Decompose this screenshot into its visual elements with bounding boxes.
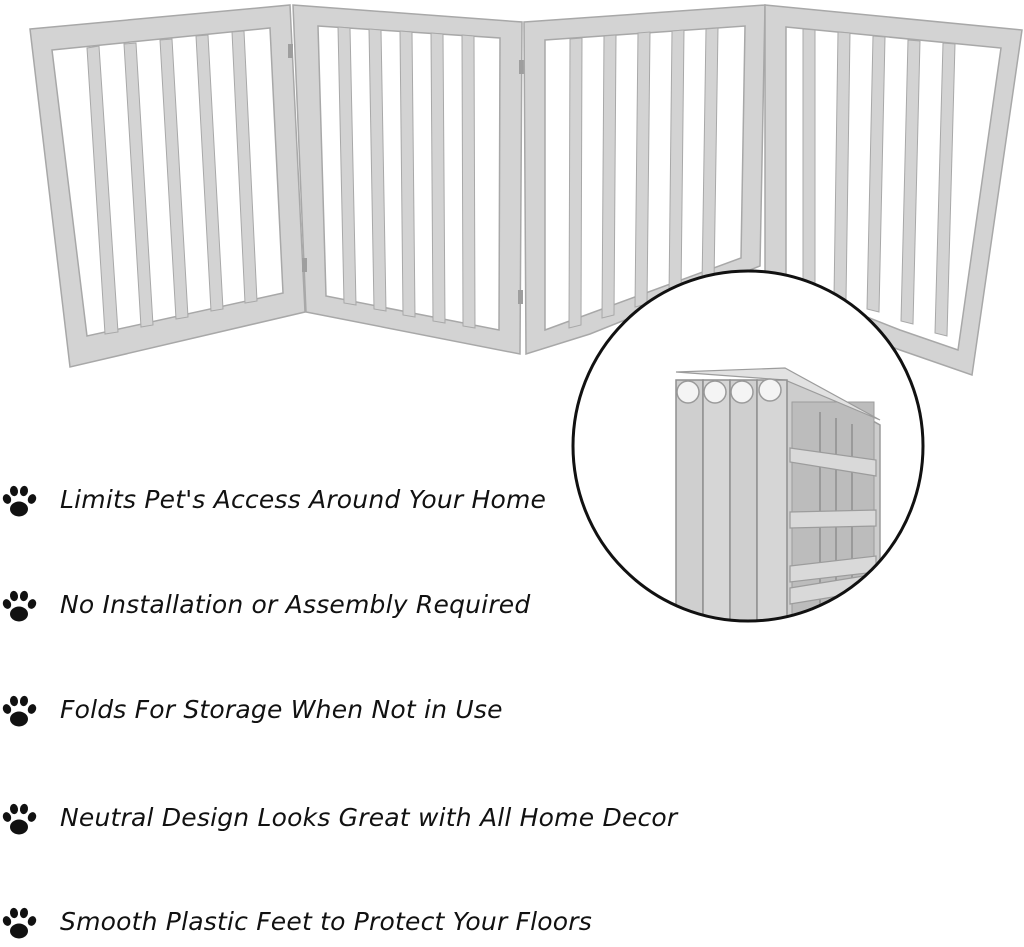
hinge xyxy=(519,60,524,74)
hinge xyxy=(302,258,307,272)
hinge xyxy=(518,290,523,304)
hinge xyxy=(288,44,293,58)
paw-print-icon xyxy=(2,695,37,727)
plastic-feet xyxy=(676,378,782,404)
feature-text: Smooth Plastic Feet to Protect Your Floo… xyxy=(60,907,592,936)
feature-item: Smooth Plastic Feet to Protect Your Floo… xyxy=(0,897,700,947)
paw-print-icon xyxy=(2,485,37,517)
feature-text: Neutral Design Looks Great with All Home… xyxy=(60,803,678,832)
feature-item: Neutral Design Looks Great with All Home… xyxy=(0,793,700,843)
feature-item: Limits Pet's Access Around Your Home xyxy=(0,475,700,525)
feature-text: Folds For Storage When Not in Use xyxy=(60,695,503,724)
gate-illustration xyxy=(29,4,1023,377)
paw-print-icon xyxy=(2,907,37,939)
gate-panel-4 xyxy=(764,4,1023,377)
gate-panel-2 xyxy=(292,4,523,355)
gate-panel-1 xyxy=(29,4,306,368)
feature-text: No Installation or Assembly Required xyxy=(60,590,531,619)
paw-print-icon xyxy=(2,803,37,835)
paw-print-icon xyxy=(2,590,37,622)
feature-text: Limits Pet's Access Around Your Home xyxy=(60,485,547,514)
feature-item: Folds For Storage When Not in Use xyxy=(0,685,700,735)
feature-item: No Installation or Assembly Required xyxy=(0,580,700,630)
folded-gate-callout xyxy=(571,269,925,623)
